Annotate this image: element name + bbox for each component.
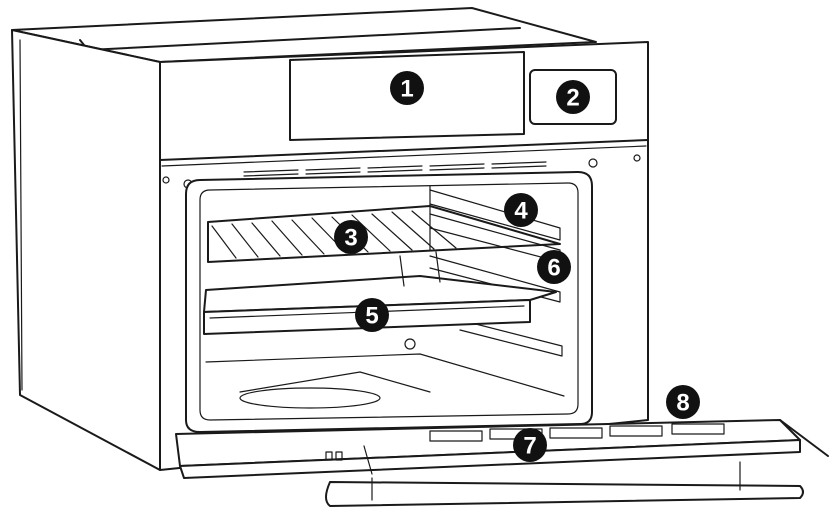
callout-marker-7: 7 [513, 428, 547, 462]
callout-label-8: 8 [676, 390, 689, 417]
callout-marker-8: 8 [666, 385, 700, 419]
callout-marker-1: 1 [390, 71, 424, 105]
vent-slots [243, 161, 547, 177]
oven-door [175, 419, 829, 507]
callout-marker-4: 4 [504, 193, 538, 227]
oven-housing [11, 7, 597, 471]
callout-marker-6: 6 [537, 250, 571, 284]
callout-label-3: 3 [344, 225, 357, 252]
callout-label-2: 2 [566, 85, 579, 112]
callout-marker-5: 5 [355, 298, 389, 332]
callout-label-7: 7 [523, 433, 536, 460]
callout-marker-3: 3 [334, 220, 368, 254]
callout-label-5: 5 [365, 303, 378, 330]
callout-marker-2: 2 [556, 80, 590, 114]
callout-label-1: 1 [400, 76, 413, 103]
callout-label-6: 6 [547, 255, 560, 282]
callout-label-4: 4 [514, 198, 528, 225]
